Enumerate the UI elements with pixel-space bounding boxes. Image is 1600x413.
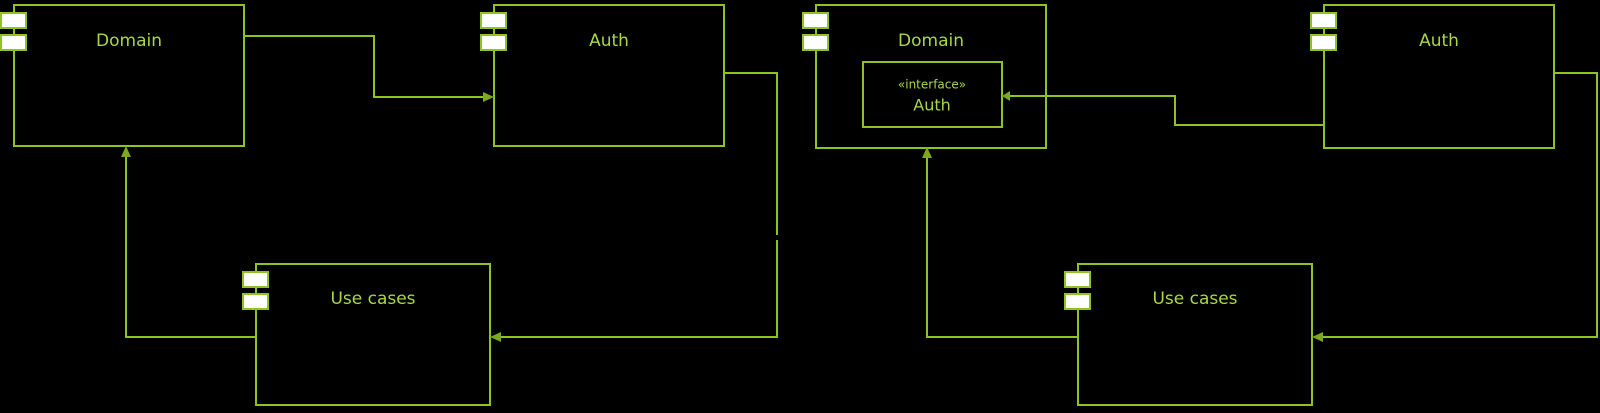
uml-component-icon: [480, 12, 507, 51]
component-box-right-auth[interactable]: [1323, 4, 1555, 149]
component-box-right-domain[interactable]: [815, 4, 1047, 149]
arrowhead-right-auth-to-usecases: [1312, 332, 1323, 342]
component-label-left-auth: Auth: [589, 31, 629, 51]
connector-right-auth-to-usecases: [1319, 72, 1598, 338]
uml-component-icon: [0, 12, 27, 51]
component-label-right-domain: Domain: [898, 31, 964, 51]
component-box-left-usecases[interactable]: [255, 263, 491, 406]
uml-component-icon: [1310, 12, 1337, 51]
uml-component-icon: [1064, 271, 1091, 310]
component-label-left-usecases: Use cases: [330, 289, 415, 309]
arrowhead-left-domain-to-auth: [483, 92, 494, 102]
component-label-left-domain: Domain: [96, 31, 162, 51]
interface-box-auth[interactable]: [862, 61, 1003, 128]
component-label-right-usecases: Use cases: [1152, 289, 1237, 309]
connector-right-auth-to-interface: [1009, 95, 1324, 126]
component-box-left-auth[interactable]: [493, 4, 725, 147]
uml-component-icon: [802, 12, 829, 51]
arrowhead-left-usecases-to-domain: [121, 146, 131, 157]
component-box-right-usecases[interactable]: [1077, 263, 1313, 406]
component-label-right-auth: Auth: [1419, 31, 1459, 51]
arrowhead-left-auth-to-usecases: [490, 332, 501, 342]
connector-left-domain-to-auth: [244, 35, 487, 98]
interface-stereotype-label: «interface»: [898, 78, 966, 92]
connector-left-auth-to-usecases-upper: [724, 72, 778, 235]
arrowhead-right-usecases-to-domain: [922, 147, 932, 158]
connector-left-usecases-to-domain: [125, 153, 256, 338]
component-box-left-domain[interactable]: [13, 4, 245, 147]
connector-left-auth-to-usecases-lower: [497, 240, 778, 338]
arrowhead-right-auth-to-interface: [1002, 91, 1010, 101]
interface-name-label: Auth: [913, 96, 951, 115]
connector-right-usecases-to-domain: [926, 155, 1078, 338]
uml-component-icon: [242, 271, 269, 310]
